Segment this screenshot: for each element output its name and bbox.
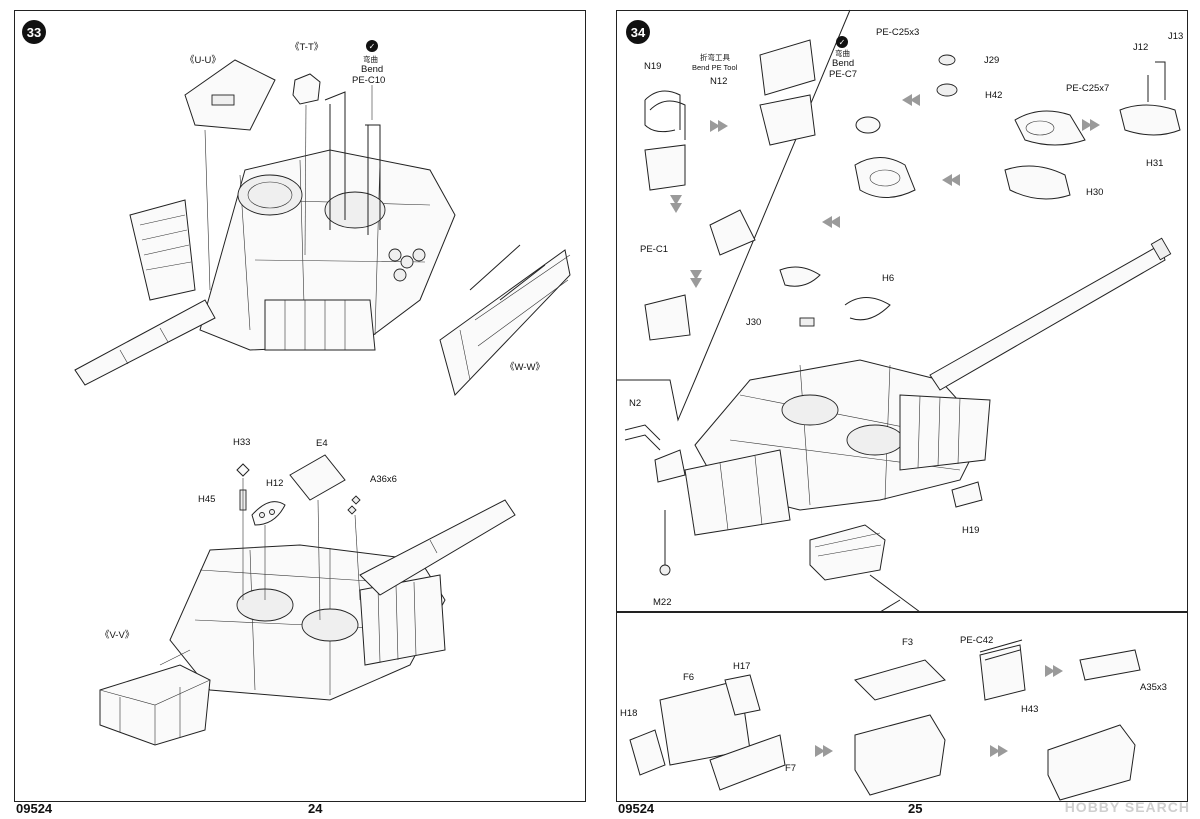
label-pe-c42: PE-C42: [960, 635, 994, 646]
hatch-parts: [779, 54, 1181, 327]
step-34-illustration: [616, 9, 1181, 801]
label-n2: N2: [629, 398, 642, 409]
n19-part: [644, 90, 686, 191]
turret-main-drawing: [624, 237, 1172, 581]
label-pe-c25x7: PE-C25x7: [1066, 83, 1110, 94]
label-j30: J30: [746, 317, 762, 328]
step-34-badge: 34: [626, 20, 650, 44]
label-n12: N12: [710, 76, 728, 87]
label-h6: H6: [882, 273, 895, 284]
label-j13: J13: [1168, 31, 1184, 42]
label-h19: H19: [962, 525, 980, 536]
turret-lower-drawing: [99, 454, 516, 746]
instruction-page-left: 33: [14, 10, 586, 816]
label-bend-tool-en: Bend PE Tool: [692, 63, 738, 72]
label-bend-cn-34: 弯曲: [835, 49, 850, 58]
page-number-right: 25: [908, 801, 923, 816]
step-34-sub-frame: [616, 612, 1188, 802]
step-34-frame: [616, 10, 1188, 612]
label-h31: H31: [1146, 158, 1164, 169]
catalog-number-left: 09524: [16, 801, 53, 816]
label-h12: H12: [266, 478, 284, 489]
label-j12: J12: [1133, 42, 1149, 53]
label-pe-c1: PE-C1: [640, 244, 668, 255]
bend-icon-34: ✓: [836, 36, 848, 48]
instruction-page-right: 34: [600, 0, 1200, 819]
label-f7: F7: [785, 763, 797, 774]
label-h43: H43: [1021, 704, 1039, 715]
label-v-v: 《V-V》: [100, 630, 135, 641]
label-t-t: 《T-T》: [290, 42, 324, 53]
turret-upper-drawing: [74, 59, 571, 396]
label-pe-c10: PE-C10: [352, 75, 386, 86]
label-bend-en: Bend: [361, 64, 384, 75]
label-f3: F3: [902, 637, 914, 648]
page-number-left: 24: [308, 801, 323, 816]
label-j29: J29: [984, 55, 1000, 66]
n12-part: [759, 39, 816, 146]
label-pe-c7: PE-C7: [829, 69, 857, 80]
label-pe-c25x3: PE-C25x3: [876, 27, 920, 38]
label-u-u: 《U-U》: [185, 55, 221, 66]
label-e4: E4: [316, 438, 328, 449]
catalog-number-right: 09524: [618, 801, 655, 816]
label-m22: M22: [653, 597, 672, 608]
watermark: HOBBY SEARCH: [1064, 799, 1190, 815]
label-h42: H42: [985, 90, 1003, 101]
label-bend-en-34: Bend: [832, 58, 855, 69]
bend-icon: ✓: [366, 40, 378, 52]
label-h17: H17: [733, 661, 751, 672]
step-33-badge: 33: [22, 20, 46, 44]
label-a35x3: A35x3: [1140, 682, 1167, 693]
label-n19: N19: [644, 61, 662, 72]
label-h30: H30: [1086, 187, 1104, 198]
label-a36x6: A36x6: [370, 474, 397, 485]
label-bend-cn: 弯曲: [363, 55, 378, 64]
label-h18: H18: [620, 708, 638, 719]
bottom-subassembly: [629, 639, 1141, 801]
label-h45: H45: [198, 494, 216, 505]
label-w-w: 《W-W》: [505, 362, 545, 373]
step-33-illustration: [74, 59, 571, 746]
step-33-frame: [14, 10, 586, 802]
label-bend-tool-cn: 折弯工具: [700, 53, 730, 62]
label-f6: F6: [683, 672, 695, 683]
label-h33: H33: [233, 437, 251, 448]
